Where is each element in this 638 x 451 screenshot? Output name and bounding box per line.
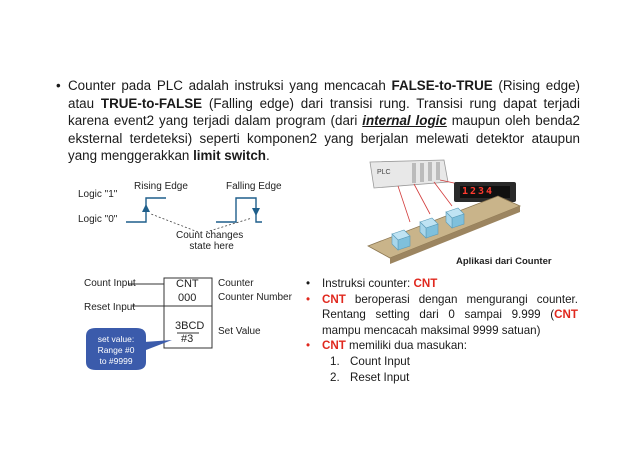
logic-1-label: Logic "1": [78, 189, 118, 200]
intro-text-4: maupun oleh benda2 eksternal terdeteksi)…: [68, 113, 580, 164]
intro-bold-2: TRUE-to-FALSE: [100, 95, 203, 111]
count-note: Count changes state here: [176, 230, 243, 252]
falling-edge-wave: [216, 197, 262, 223]
note-pointer-right: [205, 217, 253, 233]
bullet-icon: •: [56, 78, 61, 93]
bullet-icon: •: [306, 277, 311, 290]
item3-text: memiliki dua masukan:: [345, 339, 467, 353]
intro-text-2: (Rising edge) atau: [68, 78, 581, 111]
intro-text-3: (Falling edge) dari transisi rung. Trans…: [68, 95, 580, 129]
sub1-text: Count Input: [350, 354, 410, 368]
callout-line3: to #9999: [99, 356, 133, 366]
counter-number-label: Counter Number: [218, 292, 292, 303]
reset-input-label: Reset Input: [84, 302, 136, 313]
bullet-icon: •: [306, 292, 311, 306]
intro-text-5: .: [265, 148, 270, 164]
note-pointer-left: [150, 213, 199, 233]
counter-box: [163, 277, 213, 349]
item2-text-2: mampu mencacah maksimal 9999 satuan): [322, 323, 541, 337]
conveyor-scene: [367, 159, 522, 264]
counter-label: Counter: [218, 278, 254, 289]
counter-block-shape: [86, 277, 213, 370]
counter-display-screen: [460, 186, 510, 198]
count-note-line1: Count changes: [176, 230, 244, 241]
illustration-caption: Aplikasi dari Counter: [456, 256, 552, 267]
counter-info-list: • Instruksi counter: CNT • CNT beroperas…: [306, 276, 578, 385]
sub-number: 2.: [330, 370, 340, 384]
item2-highlight: CNT: [322, 292, 346, 306]
callout-bubble: [86, 328, 146, 370]
intro-text-1: Counter pada PLC adalah instruksi yang m…: [68, 78, 392, 93]
counter-block-diagram: Count Input Reset Input CNT 000 3BCD #3 …: [84, 276, 294, 376]
wire-3: [433, 181, 453, 207]
falling-edge-label: Falling Edge: [226, 181, 282, 192]
timing-waveforms: [126, 197, 262, 233]
counter-value: 000: [178, 292, 197, 304]
callout-line2: Range #0: [97, 345, 135, 355]
sub-list-item: 1. Count Input: [306, 354, 578, 370]
sub-number: 1.: [330, 354, 340, 368]
sub2-text: Reset Input: [350, 370, 410, 384]
counter-display-digits: 1234: [462, 186, 495, 197]
rising-arrow-icon: [142, 204, 150, 212]
callout-line1: set value:: [97, 334, 135, 344]
product-boxes: [391, 207, 465, 251]
list-item: • Instruksi counter: CNT: [306, 276, 578, 292]
falling-arrow-icon: [252, 208, 260, 216]
item1-text: Instruksi counter:: [322, 277, 414, 290]
cnt-label: CNT: [176, 278, 199, 290]
count-input-label: Count Input: [84, 278, 136, 289]
logic-0-label: Logic "0": [78, 214, 118, 225]
bcd-label: 3BCD: [175, 320, 205, 332]
sub-list-item: 2. Reset Input: [306, 370, 578, 386]
plc-label: PLC: [377, 169, 391, 176]
wire-1: [397, 185, 411, 223]
item3-highlight: CNT: [322, 339, 346, 353]
wire-2: [413, 183, 431, 215]
conveyor-side: [390, 206, 520, 264]
intro-bold-1: FALSE-to-TRUE: [391, 78, 493, 93]
item1-highlight: CNT: [413, 277, 438, 290]
callout-text: set value: Range #0 to #9999: [86, 334, 146, 367]
intro-bold-3: internal logic: [362, 113, 447, 129]
plc-slot-2: [420, 163, 424, 182]
item2-text: beroperasi dengan mengurangi counter. Re…: [322, 292, 578, 322]
intro-paragraph: • Counter pada PLC adalah instruksi yang…: [56, 77, 581, 165]
intro-bold-4: limit switch: [193, 148, 266, 164]
set-value-label: Set Value: [218, 326, 261, 337]
conveyor-belt: [367, 195, 522, 259]
item2-highlight-2: CNT: [554, 308, 578, 322]
count-note-line2: state here: [189, 241, 234, 252]
set-value: #3: [181, 333, 194, 345]
plc-slot-4: [436, 162, 440, 180]
plc-slot-3: [428, 162, 432, 181]
bullet-icon: •: [306, 339, 311, 353]
callout-pointer: [144, 340, 172, 350]
list-item: • CNT beroperasi dengan mengurangi count…: [306, 292, 578, 339]
rising-edge-label: Rising Edge: [134, 181, 188, 192]
timing-diagram: Logic "1" Logic "0" Rising Edge Falling …: [78, 178, 298, 253]
plc-slot-1: [412, 163, 416, 183]
list-item: • CNT memiliki dua masukan:: [306, 338, 578, 354]
counter-application-illustration: PLC 1234 Aplikasi dari Counter: [348, 158, 562, 270]
